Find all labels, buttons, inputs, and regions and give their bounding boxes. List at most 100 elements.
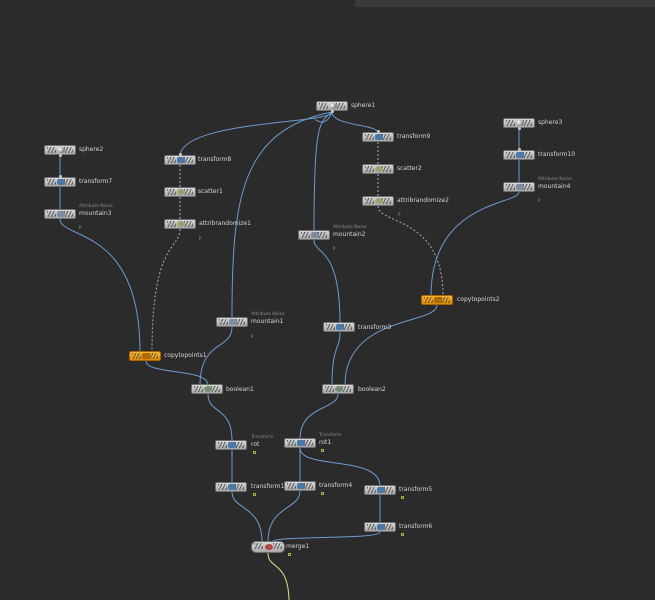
node-flag-bars[interactable] (235, 484, 244, 490)
node-transform6[interactable] (364, 522, 396, 532)
node-flag-bars[interactable] (211, 386, 220, 392)
node-flag-bars[interactable] (273, 543, 282, 549)
node-flag-bars[interactable] (382, 134, 391, 140)
node-flag-bars[interactable] (384, 524, 393, 530)
node-scatter1[interactable] (164, 187, 196, 197)
display-flag[interactable] (401, 496, 404, 499)
input-port[interactable] (518, 148, 521, 151)
node-transform4[interactable] (284, 481, 316, 491)
node-flag-bars[interactable] (167, 189, 176, 195)
node-flag-bars[interactable] (167, 157, 176, 163)
node-flag-bars[interactable] (254, 543, 263, 549)
display-flag[interactable] (321, 449, 324, 452)
node-flag-bars[interactable] (424, 297, 433, 303)
node-mountain2[interactable] (298, 230, 330, 240)
node-flag-bars[interactable] (365, 166, 374, 172)
node-mountain1[interactable] (216, 317, 248, 327)
node-flag-bars[interactable] (287, 440, 296, 446)
node-rot1[interactable] (284, 438, 316, 448)
node-flag-bars[interactable] (325, 386, 334, 392)
node-boolean2[interactable] (322, 384, 354, 394)
node-mountain3[interactable] (44, 209, 76, 219)
node-copytopoints2[interactable] (421, 295, 453, 305)
node-transform1[interactable] (215, 482, 247, 492)
wire-mountain3-copytopoints1 (59, 218, 141, 353)
node-flag-bars[interactable] (304, 483, 313, 489)
node-attribrandomize2[interactable] (362, 196, 394, 206)
node-flag-bars[interactable] (506, 120, 515, 126)
node-flag-bars[interactable] (506, 152, 515, 158)
node-label: merge1 (286, 543, 310, 550)
node-flag-bars[interactable] (235, 442, 244, 448)
node-flag-bars[interactable] (336, 103, 345, 109)
node-flag-bars[interactable] (382, 198, 391, 204)
node-flag-bars[interactable] (384, 487, 393, 493)
node-flag-bars[interactable] (184, 189, 193, 195)
display-flag[interactable] (321, 492, 324, 495)
output-port[interactable] (59, 154, 62, 157)
node-flag-bars[interactable] (47, 211, 56, 217)
node-flag-bars[interactable] (184, 157, 193, 163)
node-sphere3[interactable] (503, 118, 535, 130)
input-port[interactable] (377, 130, 380, 133)
node-attribrandomize1[interactable] (164, 219, 196, 229)
display-flag[interactable] (253, 451, 256, 454)
node-scatter2[interactable] (362, 164, 394, 174)
node-flag-bars[interactable] (304, 440, 313, 446)
node-flag-bars[interactable] (343, 324, 352, 330)
node-flag-bars[interactable] (523, 152, 532, 158)
output-port[interactable] (518, 127, 521, 130)
node-sphere2[interactable] (44, 145, 76, 157)
input-port[interactable] (59, 175, 62, 178)
node-flag-bars[interactable] (132, 353, 141, 359)
node-flag-bars[interactable] (365, 134, 374, 140)
node-flag-bars[interactable] (367, 524, 376, 530)
node-flag-bars[interactable] (236, 319, 245, 325)
wire-transform6-merge1 (271, 531, 381, 543)
node-flag-bars[interactable] (47, 147, 56, 153)
node-flag-bars[interactable] (149, 353, 158, 359)
display-flag[interactable] (401, 533, 404, 536)
node-transform10[interactable] (503, 148, 535, 160)
display-flag[interactable] (288, 553, 291, 556)
node-flag-bars[interactable] (219, 319, 228, 325)
node-boolean1[interactable] (191, 384, 223, 394)
node-flag-bars[interactable] (367, 487, 376, 493)
node-flag-bars[interactable] (287, 483, 296, 489)
node-flag-bars[interactable] (318, 232, 327, 238)
node-merge1[interactable] (251, 541, 285, 553)
transform-icon (375, 134, 383, 140)
output-port[interactable] (331, 110, 334, 113)
node-flag-bars[interactable] (506, 184, 515, 190)
node-flag-bars[interactable] (342, 386, 351, 392)
node-transform7[interactable] (44, 175, 76, 187)
node-transform9[interactable] (362, 130, 394, 142)
node-flag-bars[interactable] (523, 120, 532, 126)
node-flag-bars[interactable] (365, 198, 374, 204)
input-port[interactable] (179, 153, 182, 156)
node-transform3[interactable] (323, 322, 355, 332)
node-sphere1[interactable] (316, 101, 348, 113)
node-flag-bars[interactable] (194, 386, 203, 392)
node-mountain4[interactable] (503, 182, 535, 192)
node-flag-bars[interactable] (441, 297, 450, 303)
display-flag[interactable] (253, 493, 256, 496)
node-flag-bars[interactable] (64, 211, 73, 217)
node-flag-bars[interactable] (326, 324, 335, 330)
node-rot[interactable] (215, 440, 247, 450)
node-flag-bars[interactable] (523, 184, 532, 190)
node-copytopoints1[interactable] (129, 351, 161, 361)
node-flag-bars[interactable] (382, 166, 391, 172)
node-flag-bars[interactable] (218, 442, 227, 448)
node-flag-bars[interactable] (64, 179, 73, 185)
node-flag-bars[interactable] (319, 103, 328, 109)
node-flag-bars[interactable] (184, 221, 193, 227)
node-flag-bars[interactable] (218, 484, 227, 490)
node-flag-bars[interactable] (47, 179, 56, 185)
node-transform8[interactable] (164, 153, 196, 165)
node-flag-bars[interactable] (167, 221, 176, 227)
node-transform5[interactable] (364, 485, 396, 495)
node-flag-bars[interactable] (64, 147, 73, 153)
node-flag-bars[interactable] (301, 232, 310, 238)
